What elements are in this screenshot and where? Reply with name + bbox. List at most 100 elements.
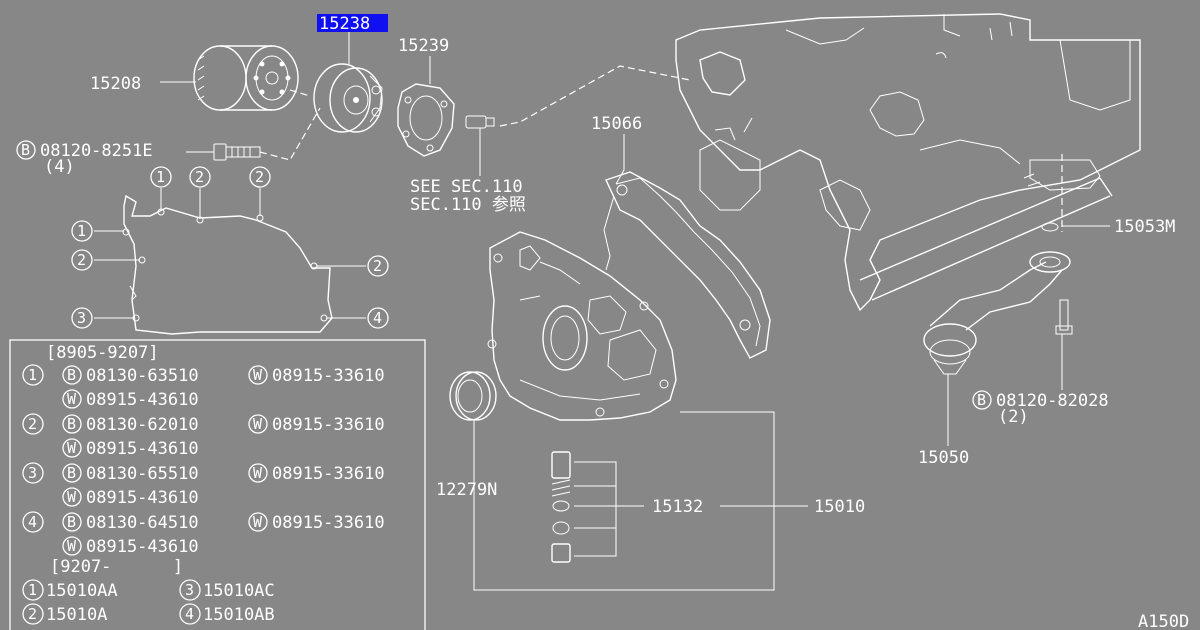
mounting-mark-label: 4 bbox=[373, 309, 382, 327]
mounting-mark-top-2a: 2 bbox=[189, 166, 211, 188]
washer-symbol-letter: W bbox=[67, 488, 77, 506]
legend-row-number: 1 bbox=[28, 366, 37, 384]
legend-range-1: [8905-9207] bbox=[46, 343, 159, 363]
washer-symbol-letter: W bbox=[253, 513, 263, 531]
legend-row-1: 1 B 08130-63510 W 08915-33610 W 08915-43… bbox=[22, 364, 385, 410]
front-cover-illustration bbox=[487, 231, 677, 421]
bolt-symbol-letter: B bbox=[67, 415, 76, 433]
mounting-mark-left-1: 1 bbox=[71, 220, 93, 242]
mounting-outline bbox=[122, 194, 333, 335]
legend-part-mark: 2 bbox=[28, 605, 37, 623]
callout-15239[interactable]: 15239 bbox=[398, 36, 449, 56]
callout-12279N[interactable]: 12279N bbox=[436, 480, 497, 500]
callout-15050[interactable]: 15050 bbox=[918, 448, 969, 468]
callout-15010[interactable]: 15010 bbox=[814, 497, 865, 517]
strainer-bolt-symbol-icon bbox=[972, 390, 992, 410]
bolt-symbol-letter: B bbox=[67, 366, 76, 384]
filter-bolt-illustration bbox=[213, 143, 261, 161]
legend-washer-pn[interactable]: 08915-33610 bbox=[272, 415, 385, 435]
mounting-mark-label: 3 bbox=[77, 309, 86, 327]
legend-row-number: 4 bbox=[28, 513, 37, 531]
mounting-mark-label: 2 bbox=[77, 251, 86, 269]
legend-border bbox=[9, 339, 426, 630]
bolt-symbol-letter: B bbox=[67, 513, 76, 531]
callout-15053M[interactable]: 15053M bbox=[1114, 217, 1175, 237]
mounting-mark-label: 2 bbox=[255, 168, 264, 186]
legend-part-pn[interactable]: 15010A bbox=[46, 605, 107, 625]
callout-08120-8251E[interactable]: 08120-8251E bbox=[40, 141, 153, 161]
legend-part-pn[interactable]: 15010AC bbox=[203, 581, 275, 601]
bolt-quantity: (4) bbox=[44, 157, 75, 177]
legend-row-3: 3 B 08130-65510 W 08915-33610 W 08915-43… bbox=[22, 462, 385, 508]
legend-part-mark: 4 bbox=[185, 605, 194, 623]
bolt-symbol-letter: B bbox=[67, 464, 76, 482]
legend-bolt-pn[interactable]: 08130-62010 bbox=[86, 415, 199, 435]
mounting-mark-label: 2 bbox=[373, 257, 382, 275]
callout-15208[interactable]: 15208 bbox=[90, 74, 141, 94]
legend-part-pn[interactable]: 15010AA bbox=[46, 581, 118, 601]
legend-washer-pn[interactable]: 08915-43610 bbox=[86, 488, 199, 508]
washer-symbol-letter: W bbox=[253, 464, 263, 482]
legend-washer-pn[interactable]: 08915-43610 bbox=[86, 439, 199, 459]
legend-part-1: 1 15010AA bbox=[22, 579, 118, 601]
legend-bolt-pn[interactable]: 08130-65510 bbox=[86, 464, 199, 484]
strainer-bolt-illustration bbox=[1055, 299, 1073, 335]
mounting-mark-label: 1 bbox=[156, 168, 165, 186]
legend-row-number: 2 bbox=[28, 415, 37, 433]
callout-15066[interactable]: 15066 bbox=[591, 114, 642, 134]
legend-washer-pn[interactable]: 08915-33610 bbox=[272, 464, 385, 484]
see-sec-110[interactable]: SEE SEC.110 bbox=[410, 177, 523, 197]
mounting-mark-top-1: 1 bbox=[150, 166, 172, 188]
filter-bracket-illustration bbox=[313, 63, 383, 133]
legend-part-pn[interactable]: 15010AB bbox=[203, 605, 275, 625]
leader-lines bbox=[94, 30, 1110, 591]
diagram-id: A150D bbox=[1138, 612, 1189, 630]
washer-symbol-letter: W bbox=[67, 439, 77, 457]
oil-filter-illustration bbox=[193, 45, 299, 111]
mounting-mark-right-4: 4 bbox=[367, 307, 389, 329]
pump-gasket-illustration bbox=[603, 171, 771, 359]
regulator-parts-illustration bbox=[551, 451, 571, 563]
strainer-bolt-symbol-letter: B bbox=[977, 391, 986, 409]
legend-part-mark: 1 bbox=[28, 581, 37, 599]
legend-bolt-pn[interactable]: 08130-64510 bbox=[86, 513, 199, 533]
legend-part-3: 3 15010AC bbox=[179, 579, 275, 601]
mounting-mark-top-2b: 2 bbox=[249, 166, 271, 188]
callout-08120-82028[interactable]: 08120-82028 bbox=[996, 391, 1109, 411]
mounting-mark-label: 1 bbox=[77, 222, 86, 240]
legend-row-2: 2 B 08130-62010 W 08915-33610 W 08915-43… bbox=[22, 413, 385, 459]
connector-bolt-illustration bbox=[465, 115, 495, 129]
mounting-mark-right-2: 2 bbox=[367, 255, 389, 277]
legend-row-number: 3 bbox=[28, 464, 37, 482]
filter-gasket-illustration bbox=[397, 83, 455, 157]
bolt-symbol-letter: B bbox=[21, 141, 30, 159]
engine-block-illustration bbox=[675, 13, 1141, 312]
mounting-mark-left-2: 2 bbox=[71, 249, 93, 271]
legend-part-4: 4 15010AB bbox=[179, 603, 275, 625]
callout-15132[interactable]: 15132 bbox=[652, 497, 703, 517]
callout-15238-highlighted[interactable]: 15238 bbox=[319, 14, 370, 34]
sec-110-reference: SEC.110 参照 bbox=[410, 195, 526, 215]
legend-row-4: 4 B 08130-64510 W 08915-33610 W 08915-43… bbox=[22, 511, 385, 557]
legend-washer-pn[interactable]: 08915-33610 bbox=[272, 513, 385, 533]
legend-part-2: 2 15010A bbox=[22, 603, 107, 625]
washer-symbol-letter: W bbox=[67, 537, 77, 555]
mounting-mark-label: 2 bbox=[195, 168, 204, 186]
legend-washer-pn[interactable]: 08915-43610 bbox=[86, 390, 199, 410]
washer-symbol-letter: W bbox=[253, 366, 263, 384]
legend-bolt-pn[interactable]: 08130-63510 bbox=[86, 366, 199, 386]
highlight-box bbox=[317, 14, 388, 32]
oil-strainer-illustration bbox=[923, 222, 1071, 375]
mounting-mark-left-3: 3 bbox=[71, 307, 93, 329]
washer-symbol-letter: W bbox=[67, 390, 77, 408]
legend-range-2: [9207- ] bbox=[50, 557, 183, 577]
bolt-symbol-icon bbox=[16, 140, 36, 160]
legend-washer-pn[interactable]: 08915-43610 bbox=[86, 537, 199, 557]
legend-washer-pn[interactable]: 08915-33610 bbox=[272, 366, 385, 386]
washer-symbol-letter: W bbox=[253, 415, 263, 433]
strainer-bolt-quantity: (2) bbox=[998, 407, 1029, 427]
legend-part-mark: 3 bbox=[185, 581, 194, 599]
legend-table: [8905-9207] 1 B 08130-63510 W 08915-3361… bbox=[9, 339, 426, 630]
